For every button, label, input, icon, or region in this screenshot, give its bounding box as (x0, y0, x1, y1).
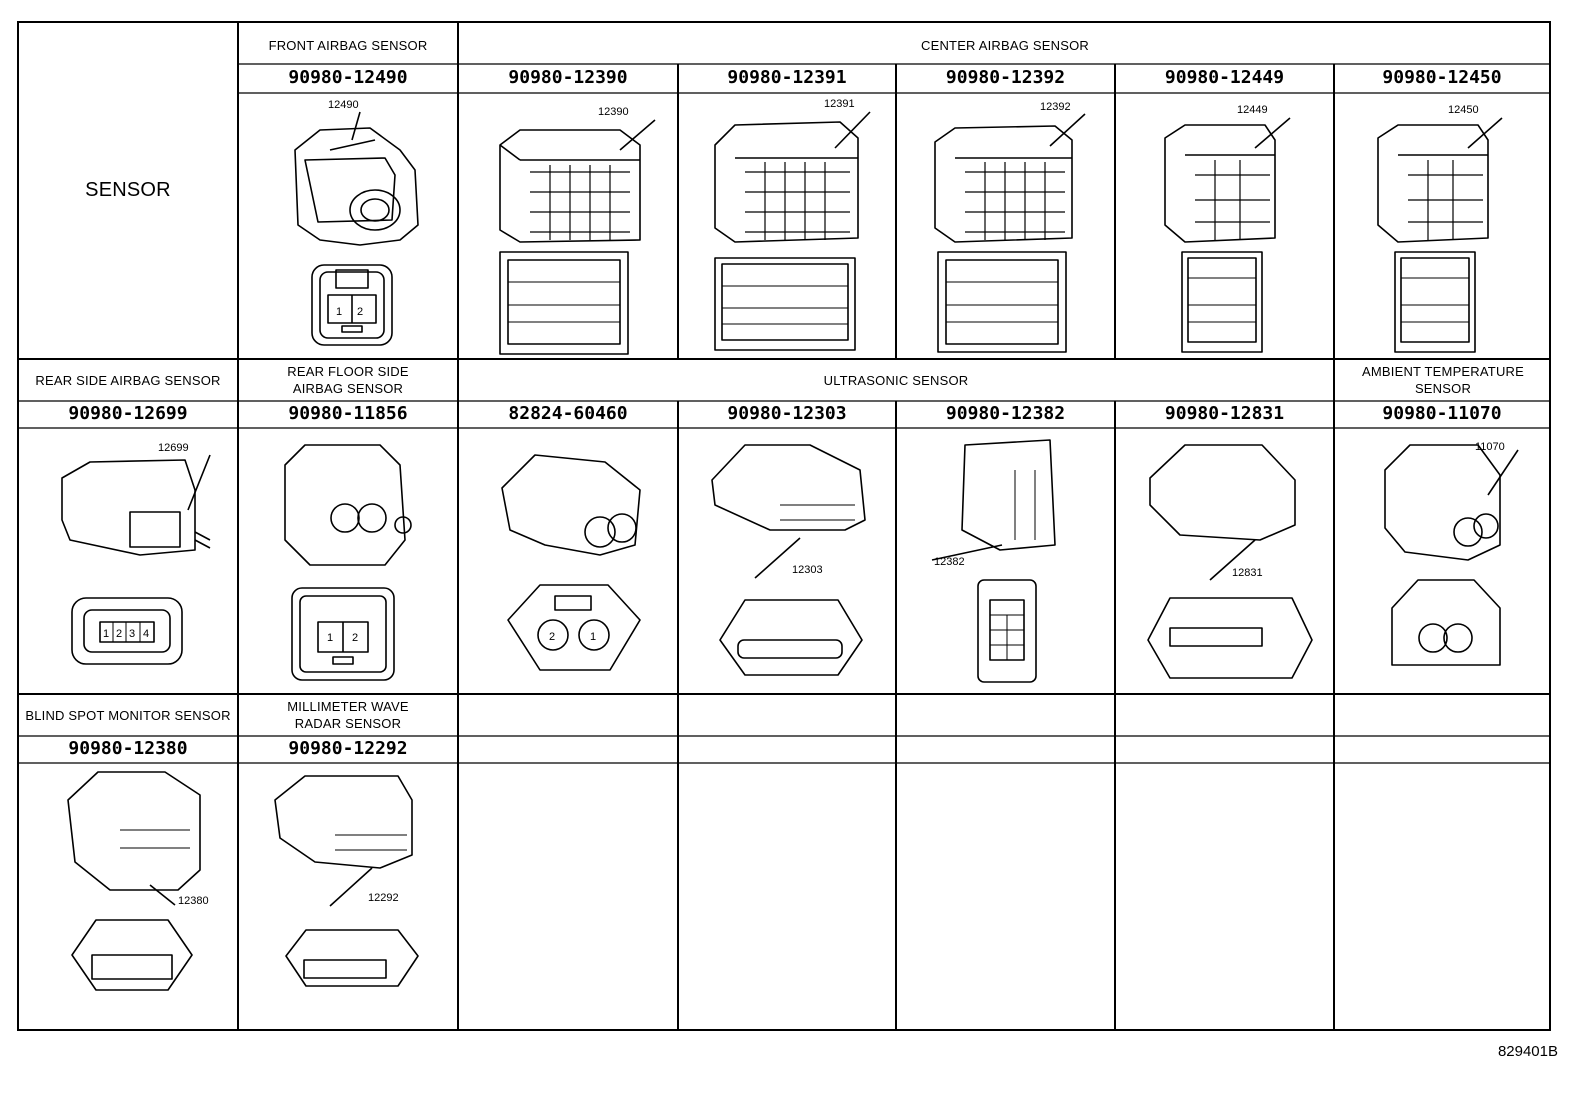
part-number: 90980-12391 (727, 67, 847, 88)
pin-number: 2 (357, 306, 363, 318)
part-number: 90980-12449 (1164, 67, 1285, 88)
millimeter-wave-radar-sensor-header: MILLIMETER WAVE RADAR SENSOR (287, 699, 409, 731)
part-number: 90980-11070 (1382, 403, 1502, 424)
callout-label: 12391 (824, 98, 855, 110)
pin-number: 1 (327, 632, 333, 644)
connector-illustration (294, 111, 419, 346)
connector-illustration (711, 444, 866, 676)
callout-label: 12303 (792, 564, 823, 576)
connector-illustration (1164, 117, 1291, 353)
part-number: 90980-12382 (945, 403, 1066, 424)
connector-illustration (1384, 444, 1519, 666)
part-number: 90980-12303 (727, 403, 847, 424)
blind-spot-monitor-sensor-header: BLIND SPOT MONITOR SENSOR (25, 708, 231, 723)
part-number: 90980-12490 (288, 67, 408, 88)
part-number: 90980-12380 (68, 738, 188, 759)
connector-illustration (61, 454, 211, 665)
rear-floor-side-airbag-sensor-header: REAR FLOOR SIDE AIRBAG SENSOR (287, 364, 409, 396)
ultrasonic-sensor-header: ULTRASONIC SENSOR (823, 373, 969, 388)
callout-label: 12831 (1232, 567, 1263, 579)
pin-number: 1 (336, 306, 342, 318)
connector-illustration (714, 111, 871, 351)
pin-number: 1 (590, 631, 596, 643)
callout-label: 12699 (158, 442, 189, 454)
connector-illustration (1147, 444, 1313, 679)
part-number: 90980-11856 (288, 403, 408, 424)
figure-number: 829401B (1497, 1043, 1558, 1060)
connector-illustration (1377, 117, 1503, 353)
connector-illustration (931, 439, 1056, 683)
pin-number: 3 (129, 628, 135, 640)
rear-side-airbag-sensor-header: REAR SIDE AIRBAG SENSOR (35, 373, 221, 388)
part-number: 90980-12699 (68, 403, 188, 424)
pin-number: 2 (116, 628, 122, 640)
callout-label: 11070 (1475, 441, 1505, 453)
pin-number: 1 (103, 628, 109, 640)
center-airbag-sensor-header: CENTER AIRBAG SENSOR (921, 38, 1089, 53)
front-airbag-sensor-header: FRONT AIRBAG SENSOR (268, 38, 428, 53)
part-number: 90980-12390 (508, 67, 628, 88)
part-number: 82824-60460 (508, 403, 628, 424)
connector-illustration (67, 771, 201, 991)
pin-number: 4 (143, 628, 149, 640)
callout-label: 12292 (368, 892, 399, 904)
connector-illustration (274, 775, 419, 987)
connector-illustration (284, 444, 412, 681)
part-number: 90980-12831 (1164, 403, 1285, 424)
callout-label: 12380 (178, 895, 209, 907)
part-number: 90980-12292 (288, 738, 408, 759)
connector-illustration (499, 119, 656, 355)
pin-number: 2 (549, 631, 555, 643)
part-number: 90980-12392 (945, 67, 1066, 88)
callout-label: 12450 (1448, 104, 1479, 116)
part-number: 90980-12450 (1382, 67, 1502, 88)
connector-illustration (934, 113, 1086, 353)
callout-leader (351, 111, 361, 141)
pin-number: 2 (352, 632, 358, 644)
sensor-header: SENSOR (85, 179, 171, 201)
callout-label: 12449 (1237, 104, 1268, 116)
callout-label: 12390 (598, 106, 629, 118)
callout-label: 12382 (934, 556, 965, 568)
callout-label: 12490 (328, 99, 359, 111)
callout-label: 12392 (1040, 101, 1071, 113)
ambient-temperature-sensor-header: AMBIENT TEMPERATURE SENSOR (1362, 364, 1524, 396)
connector-illustration (501, 454, 641, 671)
